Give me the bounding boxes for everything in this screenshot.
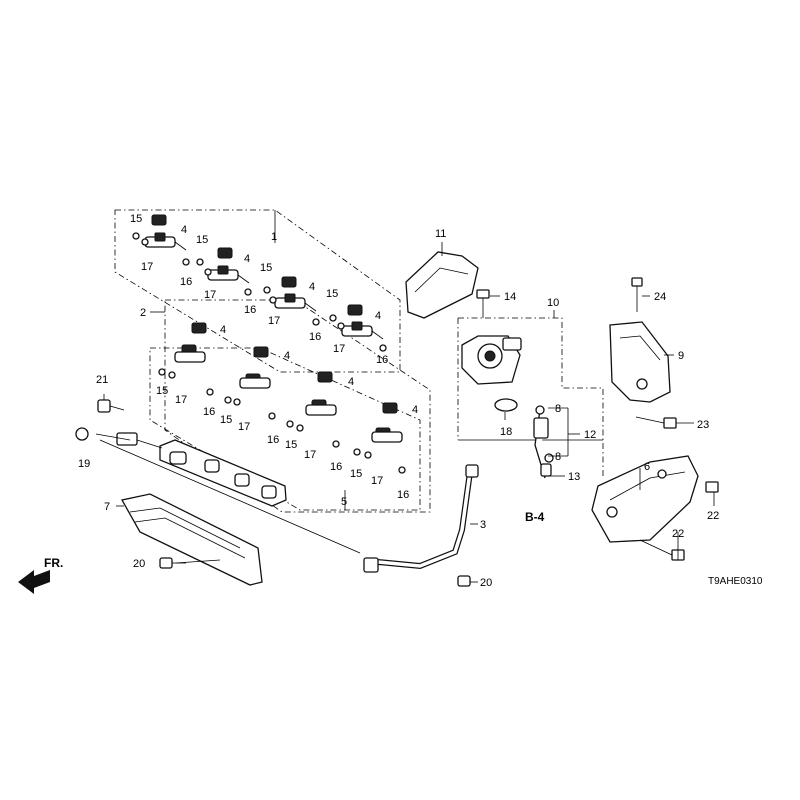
bolt-20a (159, 557, 186, 569)
rail-cover (121, 493, 263, 586)
injector-row-frame (164, 299, 431, 513)
callout-17: 17 (371, 475, 383, 487)
callout-6: 6 (644, 461, 650, 473)
callout-5: 5 (341, 496, 347, 508)
rail-fitting (116, 432, 163, 449)
callout-7: 7 (104, 501, 110, 513)
fuel-rail (159, 439, 287, 507)
callout-22: 22 (707, 510, 719, 522)
callout-8: 8 (555, 403, 561, 415)
callout-15: 15 (350, 468, 362, 480)
front-arrow (18, 570, 50, 594)
callout-3: 3 (480, 519, 486, 531)
reference-tag: B-4 (525, 510, 545, 524)
fuel-injector (174, 344, 206, 363)
callout-17: 17 (238, 421, 250, 433)
pump-bolt (476, 289, 490, 318)
fuel-injector (317, 371, 333, 383)
callout-17: 17 (175, 394, 187, 406)
callout-18: 18 (500, 426, 512, 438)
engine-bracket (591, 455, 699, 543)
callout-8: 8 (555, 451, 561, 463)
callout-10: 10 (547, 297, 559, 309)
feed-line (533, 405, 554, 479)
callout-4: 4 (284, 350, 290, 362)
callout-16: 16 (267, 434, 279, 446)
fuel-injector (207, 247, 250, 284)
callout-4: 4 (309, 281, 315, 293)
callout-14: 14 (504, 291, 516, 303)
callout-16: 16 (309, 331, 321, 343)
bolt-21 (97, 399, 125, 413)
callout-1: 1 (271, 231, 277, 243)
callout-21: 21 (96, 374, 108, 386)
o-ring-seals-lower (158, 368, 406, 474)
callout-11: 11 (435, 228, 446, 240)
callout-labels: 1 2 3 4 4 4 4 4 4 4 4 5 6 7 8 8 9 10 11 … (44, 213, 763, 589)
fuel-injector (144, 214, 187, 251)
callout-9: 9 (678, 350, 684, 362)
callout-16: 16 (397, 489, 409, 501)
callout-12: 12 (584, 429, 596, 441)
callout-20: 20 (480, 577, 492, 589)
fuel-injector (191, 322, 207, 334)
fuel-injector (305, 399, 337, 416)
callout-17: 17 (304, 449, 316, 461)
callout-16: 16 (180, 276, 192, 288)
callout-23: 23 (697, 419, 709, 431)
callout-15: 15 (260, 262, 272, 274)
nut-19 (75, 427, 89, 441)
callout-4: 4 (412, 404, 418, 416)
callout-17: 17 (141, 261, 153, 273)
injector-set-frame (114, 209, 401, 373)
fuel-injector (382, 402, 398, 414)
callout-15: 15 (156, 385, 168, 397)
fuel-injector (239, 373, 271, 389)
callout-4: 4 (375, 310, 381, 322)
callout-22: 22 (672, 528, 684, 540)
callout-4: 4 (220, 324, 226, 336)
callout-17: 17 (333, 343, 345, 355)
bolt-20b (457, 575, 471, 587)
fuel-injector (371, 427, 403, 443)
callout-4: 4 (348, 376, 354, 388)
bracket-bolt-22b (639, 539, 685, 561)
pump-bracket (609, 321, 671, 403)
callout-16: 16 (203, 406, 215, 418)
callout-13: 13 (568, 471, 580, 483)
callout-16: 16 (244, 304, 256, 316)
bracket-bolt-24 (631, 277, 643, 312)
fuel-injector (341, 304, 384, 340)
fuel-pump (461, 335, 522, 385)
fuel-injector (253, 346, 269, 358)
callout-15: 15 (130, 213, 142, 225)
callout-24: 24 (654, 291, 666, 303)
front-indicator-label: FR. (44, 556, 63, 570)
callout-20: 20 (133, 558, 145, 570)
callout-16: 16 (330, 461, 342, 473)
drawing-code: T9AHE0310 (708, 576, 763, 587)
callout-4: 4 (181, 224, 187, 236)
leader-lines (95, 210, 715, 583)
callout-2: 2 (140, 307, 146, 319)
o-ring-seals (132, 232, 387, 352)
callout-17: 17 (204, 289, 216, 301)
bracket-bolt-22a (705, 481, 719, 493)
bracket-bolt-23 (635, 416, 677, 429)
callout-4: 4 (244, 253, 250, 265)
fuel-pipe (363, 464, 479, 573)
callout-17: 17 (268, 315, 280, 327)
callout-15: 15 (220, 414, 232, 426)
pump-group-frame (458, 317, 604, 478)
pump-o-ring (494, 398, 518, 412)
callout-15: 15 (196, 234, 208, 246)
callout-15: 15 (326, 288, 338, 300)
callout-16: 16 (376, 354, 388, 366)
callout-19: 19 (78, 458, 90, 470)
pump-cover (405, 251, 479, 319)
callout-15: 15 (285, 439, 297, 451)
